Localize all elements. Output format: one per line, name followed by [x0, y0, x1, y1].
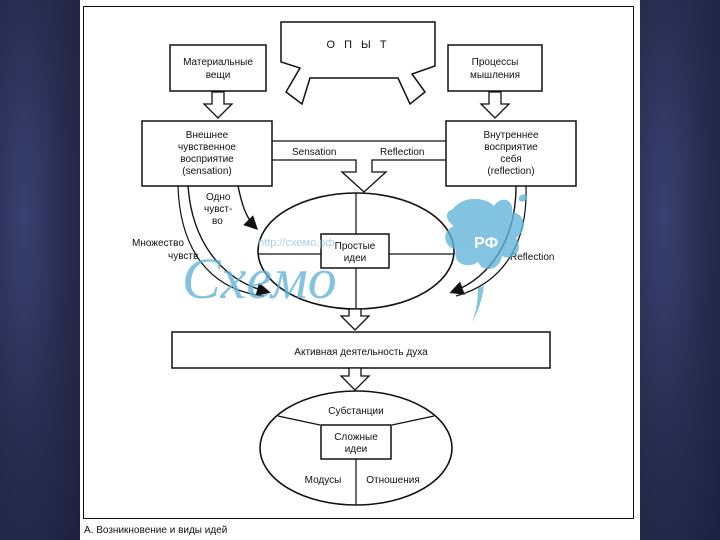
external-line3: восприятие	[180, 154, 234, 165]
perception-merge-band	[272, 140, 446, 193]
arrow-material-down	[202, 91, 234, 119]
substances-label: Субстанции	[328, 405, 383, 417]
external-line1: Внешнее	[186, 130, 229, 141]
many-senses-arrow-2	[177, 185, 265, 297]
watermark: РФ Схемо http://схемо.рф	[182, 194, 528, 322]
internal-line1: Внутреннее	[483, 130, 539, 141]
diagram-sheet: О П Ы Т Материальные вещи Процессы мышле…	[80, 0, 640, 540]
diagram-frame	[83, 6, 634, 519]
external-line2: чувственное	[178, 142, 236, 153]
simple-ideas-line2: идеи	[344, 253, 367, 264]
watermark-logo: Схемо	[182, 246, 337, 311]
thinking-line1: Процессы	[472, 57, 519, 68]
reflection-arrow-2	[455, 185, 527, 297]
active-mind-label: Активная деятельность духа	[294, 347, 428, 358]
many-senses-line2: чувств	[168, 251, 198, 262]
internal-line2: восприятие	[484, 142, 538, 153]
sensation-label: Sensation	[292, 147, 336, 158]
internal-perception-box	[445, 120, 577, 187]
diagram-caption: А. Возникновение и виды идей	[84, 525, 227, 536]
simple-ideas-line1: Простые	[335, 241, 376, 252]
external-perception-box	[141, 120, 273, 187]
complex-ideas-dividers	[277, 415, 435, 505]
simple-ideas-box	[320, 233, 390, 269]
material-things-line2: вещи	[206, 70, 231, 81]
arrow-thinking-down	[479, 91, 511, 119]
many-senses-arrow	[187, 185, 271, 297]
diagram-canvas: О П Ы Т Материальные вещи Процессы мышле…	[84, 21, 577, 536]
background-left	[0, 0, 80, 540]
experience-label: О П Ы Т	[326, 39, 389, 51]
one-sense-arrow	[237, 185, 258, 230]
external-line4: (sensation)	[182, 166, 231, 177]
one-sense-line2: чувст-	[204, 204, 232, 215]
thinking-line2: мышления	[470, 70, 520, 81]
internal-line4: (reflection)	[487, 166, 534, 177]
many-senses-line1: Множество	[132, 238, 184, 249]
watermark-url: http://схемо.рф	[258, 237, 334, 249]
watermark-badge: РФ	[474, 235, 498, 252]
internal-line3: себя	[500, 153, 521, 165]
one-sense-line3: во	[212, 216, 223, 227]
thinking-processes-box	[447, 44, 543, 92]
arrow-active-to-complex	[339, 367, 371, 391]
watermark-splash-icon	[445, 194, 528, 322]
complex-ideas-box	[320, 424, 392, 460]
modes-label: Модусы	[305, 475, 342, 486]
reflection-label: Reflection	[380, 147, 424, 158]
background-right	[640, 0, 720, 540]
relations-label: Отношения	[366, 475, 420, 486]
reflection-side-label: Reflection	[510, 252, 554, 263]
active-mind-box	[171, 331, 551, 369]
experience-box	[280, 21, 436, 106]
one-sense-line1: Одно	[206, 192, 231, 203]
complex-ideas-line1: Сложные	[334, 432, 378, 443]
arrow-simple-to-active	[339, 308, 371, 331]
material-things-line1: Материальные	[183, 57, 253, 68]
complex-ideas-line2: идеи	[345, 444, 368, 455]
material-things-box	[169, 44, 267, 92]
